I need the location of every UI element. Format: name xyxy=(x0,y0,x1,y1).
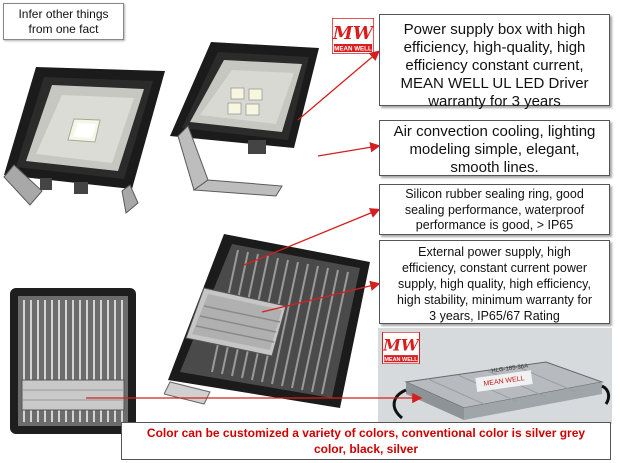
external-supply-line-4: high stability, minimum warranty for xyxy=(397,293,592,307)
external-supply-line-3: supply, high quality, high efficiency, xyxy=(398,277,591,291)
power-supply-line-4: MEAN WELL UL LED Driver xyxy=(400,75,589,92)
mean-well-logo-mark: MW xyxy=(332,23,374,44)
mean-well-logo-small-text: MEAN WELL xyxy=(384,357,418,363)
arrow-cooling xyxy=(317,142,381,157)
sealing-box: Silicon rubber sealing ring, good sealin… xyxy=(379,184,610,235)
power-supply-line-2: efficiency, high-quality, high xyxy=(403,39,586,56)
sealing-line-1: Silicon rubber sealing ring, good xyxy=(405,187,584,201)
floodlight-front-image xyxy=(3,67,165,214)
external-supply-line-2: efficiency, constant current power xyxy=(401,261,588,275)
cooling-line-1: Air convection cooling, lighting xyxy=(393,123,596,140)
color-note-line-1: Color can be customized a variety of col… xyxy=(146,426,586,440)
mean-well-logo-text: MEAN WELL xyxy=(334,46,372,53)
color-customization-box: Color can be customized a variety of col… xyxy=(121,422,611,460)
floodlight-rear-image xyxy=(164,234,370,408)
cooling-line-3: smooth lines. xyxy=(450,159,539,176)
power-supply-line-5: warranty for 3 years xyxy=(428,93,561,110)
infer-note-line-2: from one fact xyxy=(28,22,99,36)
color-note-line-2: color, black, silver xyxy=(313,442,419,456)
mean-well-logo: MW MEAN WELL xyxy=(332,18,374,54)
external-supply-line-1: External power supply, high xyxy=(418,245,571,259)
infer-note-line-1: Infer other things xyxy=(18,7,109,21)
cooling-line-2: modeling simple, elegant, xyxy=(409,141,580,158)
sealing-line-3: performance is good, > IP65 xyxy=(415,218,574,232)
cooling-box: Air convection cooling, lighting modelin… xyxy=(379,120,610,176)
power-supply-box: Power supply box with high efficiency, h… xyxy=(379,14,610,110)
power-supply-line-3: efficiency constant current, xyxy=(405,57,584,74)
driver-model-label: HLG-185-36A xyxy=(491,363,529,374)
floodlight-quad-chip-image xyxy=(170,42,319,197)
infer-note-box: Infer other things from one fact xyxy=(3,3,124,40)
external-supply-box: External power supply, high efficiency, … xyxy=(379,240,610,324)
mean-well-logo-small: MW MEAN WELL xyxy=(382,332,420,364)
external-supply-line-5: 3 years, IP65/67 Rating xyxy=(429,309,560,323)
mean-well-logo-small-mark: MW xyxy=(382,336,420,355)
floodlight-back-panel-image xyxy=(10,288,136,434)
power-supply-line-1: Power supply box with high xyxy=(403,21,586,38)
sealing-line-2: sealing performance, waterproof xyxy=(404,202,585,217)
